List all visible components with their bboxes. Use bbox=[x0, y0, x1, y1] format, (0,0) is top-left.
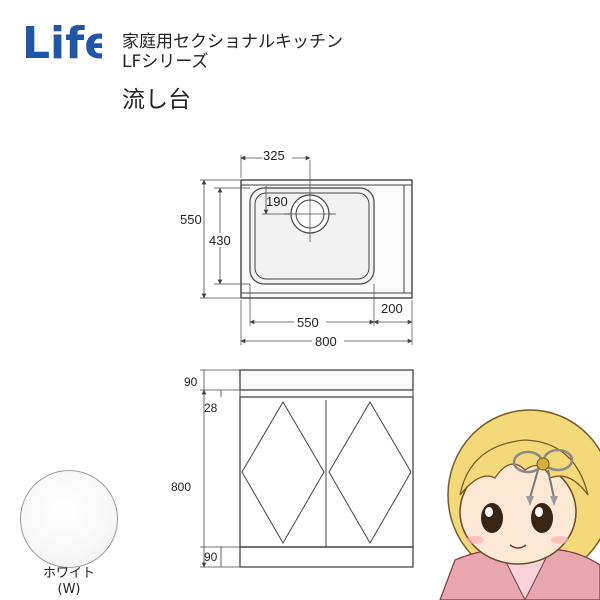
dim-base-height: 90 bbox=[204, 550, 218, 564]
hair-ornament-icon bbox=[512, 448, 574, 506]
dim-bowl-width: 325 bbox=[263, 148, 285, 163]
life-logo: Life bbox=[18, 16, 102, 68]
left-eye bbox=[481, 503, 503, 533]
dim-depth: 550 bbox=[180, 212, 202, 227]
dim-total-height: 800 bbox=[171, 480, 191, 494]
series-title: LFシリーズ bbox=[122, 52, 209, 72]
right-door-diamond bbox=[328, 401, 412, 544]
white-color-swatch bbox=[20, 470, 118, 568]
sink-bowl bbox=[249, 187, 375, 285]
dim-top-height: 90 bbox=[184, 375, 198, 389]
left-door-diamond bbox=[241, 401, 325, 544]
right-eye bbox=[531, 503, 553, 533]
mascot-illustration bbox=[439, 409, 600, 600]
swatch-name: ホワイト bbox=[42, 566, 95, 581]
dim-drain-offset: 190 bbox=[266, 194, 288, 209]
product-name: 流し台 bbox=[122, 87, 191, 113]
dim-sink-width: 550 bbox=[297, 315, 319, 330]
dim-side-width: 200 bbox=[381, 301, 403, 316]
swatch-code: (W) bbox=[57, 582, 81, 597]
life-logo-text: Life bbox=[22, 18, 102, 68]
dim-bowl-depth: 430 bbox=[209, 233, 231, 248]
dim-panel-height: 28 bbox=[204, 401, 218, 415]
product-line-title: 家庭用セクショナルキッチン bbox=[122, 32, 343, 52]
cabinet-front-view bbox=[239, 369, 414, 568]
sink-top-view bbox=[240, 160, 413, 299]
dim-total-width: 800 bbox=[315, 334, 337, 349]
toe-kick bbox=[239, 546, 414, 568]
